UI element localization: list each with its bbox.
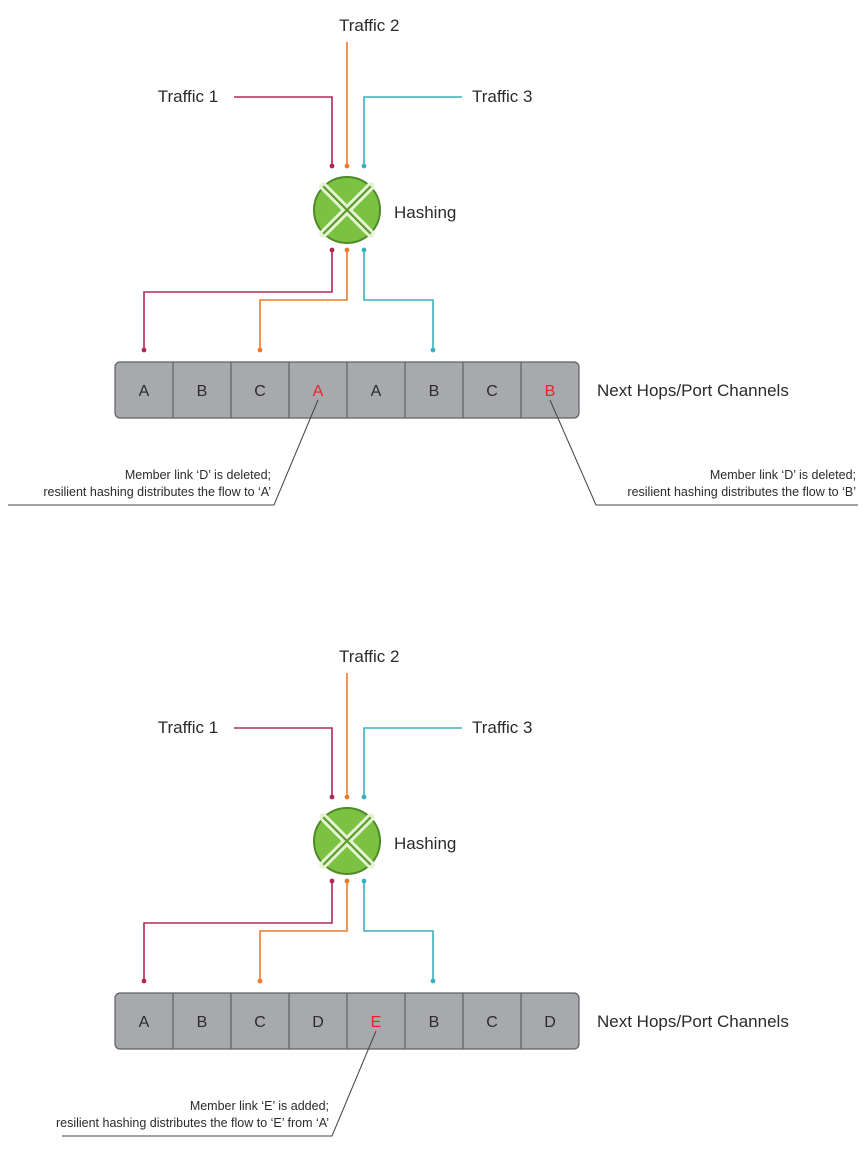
traffic-1-in-line xyxy=(234,727,333,797)
next-hop-cell-7: C xyxy=(486,1014,498,1031)
callout-text-line-2: resilient hashing distributes the flow t… xyxy=(43,485,271,499)
traffic-1-label: Traffic 1 xyxy=(158,87,218,106)
next-hop-cell-3: C xyxy=(254,1014,266,1031)
traffic-3-in-line xyxy=(363,727,462,797)
callout-1: Member link ‘E’ is added; resilient hashi… xyxy=(56,1030,377,1137)
hashing-x-circle-icon xyxy=(313,807,381,875)
traffic-1-in-line xyxy=(234,96,333,166)
traffic-3-out-line xyxy=(363,250,434,350)
hashing-x-circle-icon xyxy=(313,176,381,244)
next-hop-cell-7: C xyxy=(486,383,498,400)
callout-2: Member link ‘D’ is deleted; resilient has… xyxy=(549,399,858,506)
next-hop-cell-5: A xyxy=(371,383,382,400)
next-hop-cell-2: B xyxy=(197,383,208,400)
hashing-cross-inner-b xyxy=(322,185,372,235)
callout-leader-line xyxy=(8,399,319,506)
traffic-2-in-dot xyxy=(344,163,350,169)
traffic-3-label: Traffic 3 xyxy=(472,718,532,737)
callout-text-line-1: Member link ‘E’ is added; xyxy=(190,1099,329,1113)
traffic-3-label: Traffic 3 xyxy=(472,87,532,106)
traffic-3-target-dot xyxy=(430,978,436,984)
traffic-2-in-dot xyxy=(344,794,350,800)
next-hop-cell-2: B xyxy=(197,1014,208,1031)
next-hop-cell-4: D xyxy=(312,1014,324,1031)
traffic-3-target-dot xyxy=(430,347,436,353)
next-hop-cell-8: D xyxy=(544,1014,556,1031)
next-hop-cell-5: E xyxy=(371,1014,382,1031)
traffic-1-in-dot xyxy=(329,794,335,800)
next-hop-cell-6: B xyxy=(429,383,440,400)
next-hop-cell-8: B xyxy=(545,383,556,400)
next-hop-cell-4: A xyxy=(313,383,324,400)
traffic-3-in-line xyxy=(363,96,462,166)
callout-text-line-1: Member link ‘D’ is deleted; xyxy=(125,468,271,482)
next-hop-cell-3: C xyxy=(254,383,266,400)
callout-text-line-1: Member link ‘D’ is deleted; xyxy=(710,468,856,482)
traffic-3-in-dot xyxy=(361,163,367,169)
traffic-2-target-dot xyxy=(257,978,263,984)
traffic-1-out-line xyxy=(143,881,333,981)
traffic-3-in-dot xyxy=(361,794,367,800)
next-hop-cell-1: A xyxy=(139,383,150,400)
hashing-cross-inner-b xyxy=(322,816,372,866)
callout-text-line-2: resilient hashing distributes the flow t… xyxy=(627,485,856,499)
hashing-label: Hashing xyxy=(394,834,456,853)
next-hop-cell-1: A xyxy=(139,1014,150,1031)
traffic-3-out-line xyxy=(363,881,434,981)
traffic-2-label: Traffic 2 xyxy=(339,16,399,35)
traffic-2-out-line xyxy=(259,250,348,350)
traffic-1-in-dot xyxy=(329,163,335,169)
traffic-1-target-dot xyxy=(141,978,147,984)
traffic-1-out-line xyxy=(143,250,333,350)
next-hops-label: Next Hops/Port Channels xyxy=(597,381,789,400)
traffic-1-target-dot xyxy=(141,347,147,353)
next-hop-cell-6: B xyxy=(429,1014,440,1031)
traffic-2-label: Traffic 2 xyxy=(339,647,399,666)
callout-leader-line xyxy=(62,1030,377,1137)
traffic-2-out-line xyxy=(259,881,348,981)
next-hops-label: Next Hops/Port Channels xyxy=(597,1012,789,1031)
traffic-1-label: Traffic 1 xyxy=(158,718,218,737)
callout-leader-line xyxy=(549,399,858,506)
callout-text-line-2: resilient hashing distributes the flow t… xyxy=(56,1116,329,1130)
traffic-2-target-dot xyxy=(257,347,263,353)
hashing-label: Hashing xyxy=(394,203,456,222)
callout-1: Member link ‘D’ is deleted; resilient has… xyxy=(8,399,319,506)
